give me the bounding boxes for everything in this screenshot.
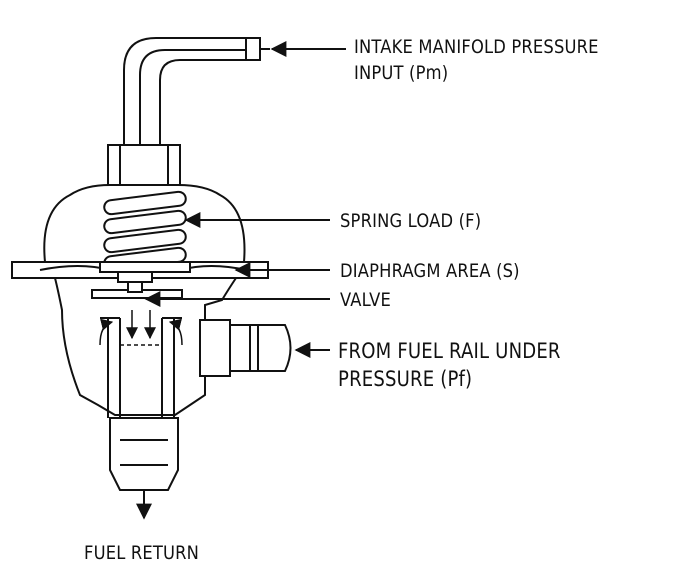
- return-tube: [99, 310, 183, 418]
- fuel-return-label: FUEL RETURN: [84, 542, 200, 564]
- diaphragm-area-label: DIAPHRAGM AREA (S): [340, 260, 520, 282]
- diaphragm-flange: [11, 261, 269, 279]
- leader-arrows: [144, 41, 346, 358]
- intake-label-line1: INTAKE MANIFOLD PRESSURE: [354, 36, 599, 58]
- valve: [91, 271, 183, 299]
- spring-load-label: SPRING LOAD (F): [340, 210, 482, 232]
- housing-neck: [107, 144, 181, 186]
- fuel-rail-label-line1: FROM FUEL RAIL UNDER: [338, 339, 561, 363]
- valve-label: VALVE: [340, 289, 391, 311]
- intake-label-line2: INPUT (Pm): [354, 62, 449, 84]
- fuel-rail-label-line2: PRESSURE (Pf): [338, 367, 473, 391]
- lower-housing: [53, 277, 238, 416]
- outlet-fitting: [109, 417, 179, 520]
- inlet-fitting: [199, 319, 292, 377]
- upper-housing: [43, 184, 246, 263]
- intake-elbow-pipe: [123, 37, 270, 145]
